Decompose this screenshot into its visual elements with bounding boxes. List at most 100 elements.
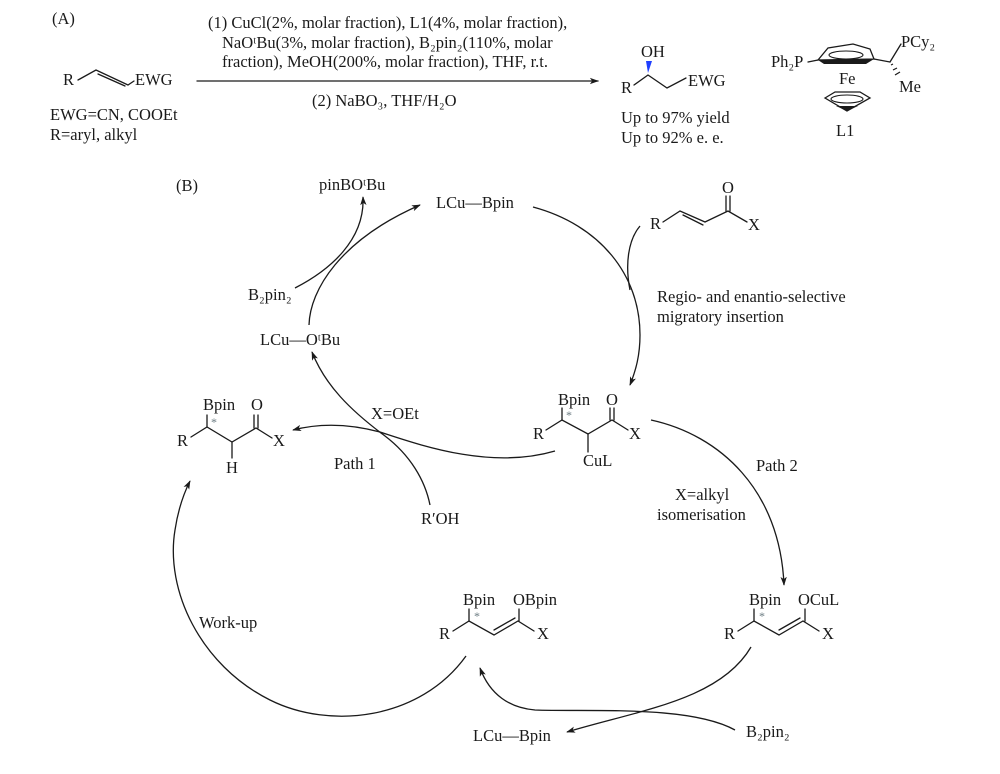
product-left-bonds bbox=[190, 426, 273, 443]
cp-ring-top-aromatic bbox=[828, 50, 864, 60]
cp-ring-top-edge bbox=[818, 59, 874, 64]
lcu-bpin-bottom: LCu—Bpin bbox=[473, 726, 551, 745]
insertion-note-line2: migratory insertion bbox=[657, 307, 784, 326]
product-left-h: H bbox=[226, 458, 238, 477]
product-r: R bbox=[621, 78, 632, 97]
cp-ring-top bbox=[816, 43, 875, 61]
cycle-arc-insertion bbox=[532, 206, 641, 386]
product-oh: OH bbox=[641, 42, 665, 61]
product-structure: OH R EWG bbox=[621, 42, 726, 97]
panel-b-label: (B) bbox=[176, 176, 198, 195]
product-ewg: EWG bbox=[688, 71, 726, 90]
product-left-stereocenter: * bbox=[211, 415, 217, 429]
arrow-enone-feed bbox=[627, 225, 641, 291]
intermediate-stereocenter: * bbox=[566, 408, 572, 422]
isomerisation-label: isomerisation bbox=[657, 505, 746, 524]
substrate-ewg: EWG bbox=[135, 70, 173, 89]
boron-enolate: Bpin OBpin R * X bbox=[439, 590, 557, 643]
hash-bond bbox=[890, 63, 901, 76]
ligand-l1-structure: Ph₂P PCy₂ Me Fe L1 bbox=[771, 32, 935, 140]
intermediate-bonds bbox=[545, 419, 629, 435]
arrow-path1 bbox=[292, 424, 556, 459]
arrow-roh-to-lcu-otbu bbox=[311, 351, 431, 506]
ligand-pcy2: PCy₂ bbox=[901, 32, 935, 51]
enolate-cu-r: R bbox=[724, 624, 735, 643]
path1-label: Path 1 bbox=[334, 454, 376, 473]
b2pin2-left: B₂pin₂ bbox=[248, 285, 292, 304]
enone-double-bond bbox=[682, 214, 704, 226]
intermediate-alkylcu: Bpin O R * X CuL bbox=[533, 390, 641, 470]
enolate-cu-bonds bbox=[737, 620, 820, 636]
substrate-note-ewg: EWG=CN, COOEt bbox=[50, 105, 178, 124]
enone-x: X bbox=[748, 215, 760, 234]
ligand-fe: Fe bbox=[839, 69, 856, 88]
enolate-b-bpin: Bpin bbox=[463, 590, 495, 609]
product-bonds bbox=[633, 74, 687, 89]
enolate-b-x: X bbox=[537, 624, 549, 643]
product-left-bpin: Bpin bbox=[203, 395, 235, 414]
insertion-note-line1: Regio- and enantio-selective bbox=[657, 287, 846, 306]
arrow-b2pin2-to-pinbotbu bbox=[294, 196, 367, 289]
substrate-r: R bbox=[63, 70, 74, 89]
ligand-ch-bond bbox=[873, 58, 891, 63]
product-ee: Up to 92% e. e. bbox=[621, 128, 724, 147]
stereo-wedge bbox=[646, 61, 652, 73]
x-alkyl-label: X=alkyl bbox=[675, 485, 730, 504]
enolate-cu-ocul: OCuL bbox=[798, 590, 839, 609]
panel-a-label: (A) bbox=[52, 9, 75, 28]
ligand-me: Me bbox=[899, 77, 921, 96]
b2pin2-bottom: B₂pin₂ bbox=[746, 722, 790, 741]
path2-label: Path 2 bbox=[756, 456, 798, 475]
conditions-line2: NaOᵗBu(3%, molar fraction), B₂pin₂(110%,… bbox=[222, 33, 553, 52]
enolate-cu-bpin: Bpin bbox=[749, 590, 781, 609]
enolate-cu-stereocenter: * bbox=[759, 609, 765, 623]
enolate-b-bonds bbox=[452, 620, 535, 636]
enolate-cu-x: X bbox=[822, 624, 834, 643]
x-oet-label: X=OEt bbox=[371, 404, 419, 423]
conditions-line4: (2) NaBO₃, THF/H₂O bbox=[312, 91, 457, 110]
ligand-pcy2-bond bbox=[889, 43, 902, 63]
product-left-r: R bbox=[177, 431, 188, 450]
arrow-path2 bbox=[650, 419, 787, 586]
conditions-line1: (1) CuCl(2%, molar fraction), L1(4%, mol… bbox=[208, 13, 567, 32]
roh-label: R′OH bbox=[421, 509, 460, 528]
pinbo-tbu: pinBOᵗBu bbox=[319, 175, 385, 194]
enone-o: O bbox=[722, 178, 734, 197]
product-yield: Up to 97% yield bbox=[621, 108, 730, 127]
intermediate-r: R bbox=[533, 424, 544, 443]
intermediate-x: X bbox=[629, 424, 641, 443]
ligand-p-bond bbox=[807, 59, 819, 63]
cp-ring-bottom-aromatic bbox=[830, 94, 864, 104]
enolate-b-double-bond bbox=[493, 617, 516, 631]
substrate-note-r: R=aryl, alkyl bbox=[50, 125, 138, 144]
arrow-to-lcu-bpin-bottom bbox=[566, 646, 752, 733]
enolate-b-stereocenter: * bbox=[474, 609, 480, 623]
enolate-cu-double-bond bbox=[778, 617, 801, 631]
workup-label: Work-up bbox=[199, 613, 257, 632]
arrow-workup bbox=[172, 480, 467, 717]
product-left-o: O bbox=[251, 395, 263, 414]
substrate-double-bond bbox=[97, 73, 126, 87]
ligand-name: L1 bbox=[836, 121, 854, 140]
enolate-b-r: R bbox=[439, 624, 450, 643]
enone-bonds bbox=[662, 210, 748, 223]
substrate-bond bbox=[77, 69, 135, 86]
intermediate-bpin: Bpin bbox=[558, 390, 590, 409]
lcu-otbu: LCu—OᵗBu bbox=[260, 330, 340, 349]
conditions-line3: fraction), MeOH(200%, molar fraction), T… bbox=[222, 52, 548, 71]
lcu-bpin-top: LCu—Bpin bbox=[436, 193, 514, 212]
enolate-b-obpin: OBpin bbox=[513, 590, 557, 609]
substrate-structure: R EWG bbox=[63, 69, 173, 89]
enone-structure: R O X bbox=[650, 178, 760, 234]
product-left-x: X bbox=[273, 431, 285, 450]
enone-r: R bbox=[650, 214, 661, 233]
product-boryl-carbonyl: Bpin O R * X H bbox=[177, 395, 285, 477]
intermediate-cul: CuL bbox=[583, 451, 612, 470]
cp-ring-bottom-edge bbox=[836, 106, 858, 111]
cycle-arc-transmetalation bbox=[308, 204, 421, 326]
arrow-b2pin2-to-boron-enolate bbox=[479, 667, 736, 731]
copper-enolate: Bpin OCuL R * X bbox=[724, 590, 839, 643]
ligand-ph2p: Ph₂P bbox=[771, 52, 803, 71]
intermediate-o: O bbox=[606, 390, 618, 409]
